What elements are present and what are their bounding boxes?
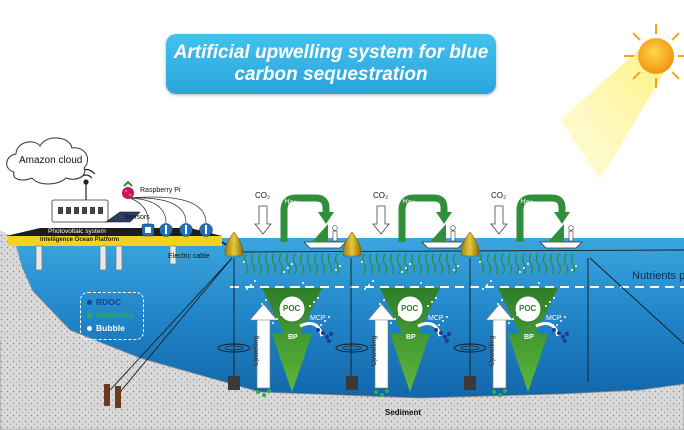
anchor-weight [228,376,240,390]
upwelling-label: Upwelling [253,335,260,366]
raspberry-pi-label: Raspberry Pi [140,187,181,194]
legend-label: Nutrients [96,310,134,320]
upwelling-unit [217,194,347,397]
photovoltaic-label: Photovoltaic system [48,228,106,235]
poc-label: POC [519,304,537,313]
mcp-label: MCP [428,315,444,322]
anchor-post [104,384,110,406]
raspberry-pi-icon [122,180,134,199]
rdoc-dots [433,327,452,344]
co2-label: CO₂ [255,191,271,200]
bubbles [479,261,577,326]
legend-box: RDOC Nutrients Bubble [80,292,144,340]
co2-arrow [254,205,272,235]
anchor-weight [464,376,476,390]
legend-dot-bubble [87,325,92,331]
mcp-label: MCP [546,315,562,322]
sediment-label: Sediment [385,408,422,417]
upwelling-arrowhead [367,303,396,321]
person-icon [332,225,338,231]
rdoc-dots [315,327,334,344]
buoy [460,231,480,257]
buoy [342,231,362,257]
cloud-icon [6,137,88,185]
upwelling-units [217,194,583,397]
poc-funnel [498,288,558,392]
person-icon [450,225,456,231]
legend-item-rdoc: RDOC [87,297,121,307]
co2-label: CO₂ [491,191,507,200]
legend-label: RDOC [96,297,122,307]
poc-label: POC [401,304,419,313]
legend-item-bubble: Bubble [87,323,125,333]
poc-funnel [262,288,322,392]
legend-item-nutrients: Nutrients [87,310,133,320]
sensor-wires [129,196,207,225]
harvest-boat [421,241,465,249]
legend-dot-nutrients [87,312,92,318]
harvest-boat [303,241,347,249]
seaweed-row [243,253,340,275]
harvesting-arrow [280,194,330,242]
legend-dot-rdoc [87,299,92,305]
sun-icon [624,24,684,88]
nutrient-dots [374,389,389,397]
sunbeam [560,40,668,180]
upwelling-unit [335,194,465,397]
co2-arrow [490,205,508,235]
harvest-boat [539,241,583,249]
diffuser-disc [217,343,251,353]
amazon-cloud-label: Amazon cloud [19,155,83,166]
left-shore [0,230,70,340]
nutrient-dots [492,389,507,397]
bubbles [361,261,459,326]
upwelling-label: Upwelling [489,335,496,366]
poc-circle [396,295,424,323]
anchor-post [115,386,121,408]
diffuser-disc [335,343,369,353]
rdoc-dots [551,327,570,344]
poc-circle [278,295,306,323]
poc-circle [514,295,542,323]
nutrient-dots [256,389,271,397]
upwelling-label: Upwelling [371,335,378,366]
co2-label: CO₂ [373,191,389,200]
bp-label: BP [524,334,534,341]
seafloor [0,231,684,430]
title-banner: Artificial upwelling system for blue car… [166,34,496,94]
anchor-weight [346,376,358,390]
seaweed-row [361,253,458,275]
mcp-label: MCP [310,315,326,322]
electric-cable-label: Electric cable [168,253,210,260]
person-icon [568,225,574,231]
sensors-label: Sensors [124,214,150,221]
nutrients-label: Nutrients p [632,270,684,282]
buoy [224,231,244,257]
bp-label: BP [406,334,416,341]
poc-funnel [380,288,440,392]
harvesting-arrow [516,194,566,242]
upwelling-unit [453,194,583,397]
diagram-title: Artificial upwelling system for blue car… [173,42,489,85]
bp-label: BP [288,334,298,341]
co2-arrow [372,205,390,235]
legend-label: Bubble [96,323,125,333]
harvesting-arrow [398,194,448,242]
upwelling-arrowhead [485,303,514,321]
sensor-icons [141,223,213,237]
upwelling-arrowhead [249,303,278,321]
poc-label: POC [283,304,301,313]
platform-label: Intelligence Ocean Platform [40,237,120,243]
bubbles [243,261,341,326]
seaweed-row [479,253,576,275]
mooring-lines [109,249,684,393]
diffuser-disc [453,343,487,353]
